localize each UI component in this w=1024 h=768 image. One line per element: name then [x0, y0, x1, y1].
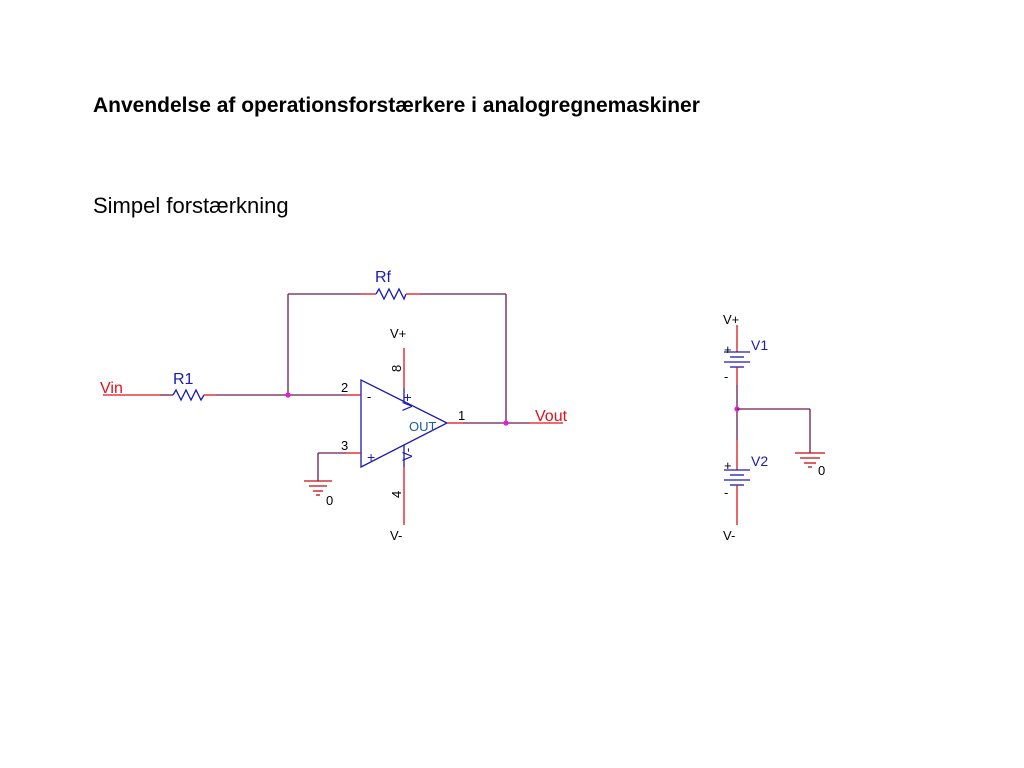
v2-label: V2 [751, 453, 768, 469]
supply-vpos-label: V+ [723, 312, 739, 327]
v1-minus: - [724, 369, 728, 384]
opamp-vneg-net: V- [390, 528, 402, 543]
input-net: Vin [100, 380, 160, 397]
rf-zigzag [375, 287, 407, 301]
pin4-number: 4 [389, 491, 404, 498]
page-title: Anvendelse af operationsforstærkere i an… [93, 94, 700, 117]
r1-zigzag [172, 388, 205, 402]
supply-circuit: V+ V1 + - 0 V2 + - V- [723, 312, 825, 543]
node-dot-inv [285, 392, 291, 398]
pin3-number: 3 [341, 438, 348, 453]
noninv-sign: + [367, 449, 375, 465]
supply-vneg-label: V- [723, 528, 735, 543]
opamp: 2 3 1 8 4 - + OUT V+ V- V+ V- [341, 326, 465, 543]
inv-sign: - [367, 389, 371, 404]
section-subtitle: Simpel forstærkning [93, 193, 289, 218]
opamp-vpos-net: V+ [390, 326, 406, 341]
node-dot-out [503, 420, 509, 426]
v1-plus: + [724, 342, 732, 357]
r1-label: R1 [173, 371, 194, 388]
supply-ground-label: 0 [818, 463, 825, 478]
vneg-inner-label: V- [399, 447, 415, 461]
vin-label: Vin [100, 380, 123, 397]
output-net: Vout [463, 408, 568, 426]
feedback-network: Rf [216, 269, 507, 423]
v2-plus: + [724, 458, 732, 473]
rf-label: Rf [375, 269, 392, 286]
opamp-ground: 0 [304, 452, 346, 508]
out-text: OUT [409, 419, 437, 434]
pin2-number: 2 [341, 380, 348, 395]
v1-label: V1 [751, 337, 768, 353]
vout-label: Vout [535, 408, 568, 425]
pin1-number: 1 [458, 408, 465, 423]
resistor-r1: R1 [160, 371, 216, 402]
ground-node-label: 0 [326, 493, 333, 508]
vpos-inner-label: V+ [399, 393, 415, 411]
v2-minus: - [724, 485, 728, 500]
pin8-number: 8 [389, 365, 404, 372]
